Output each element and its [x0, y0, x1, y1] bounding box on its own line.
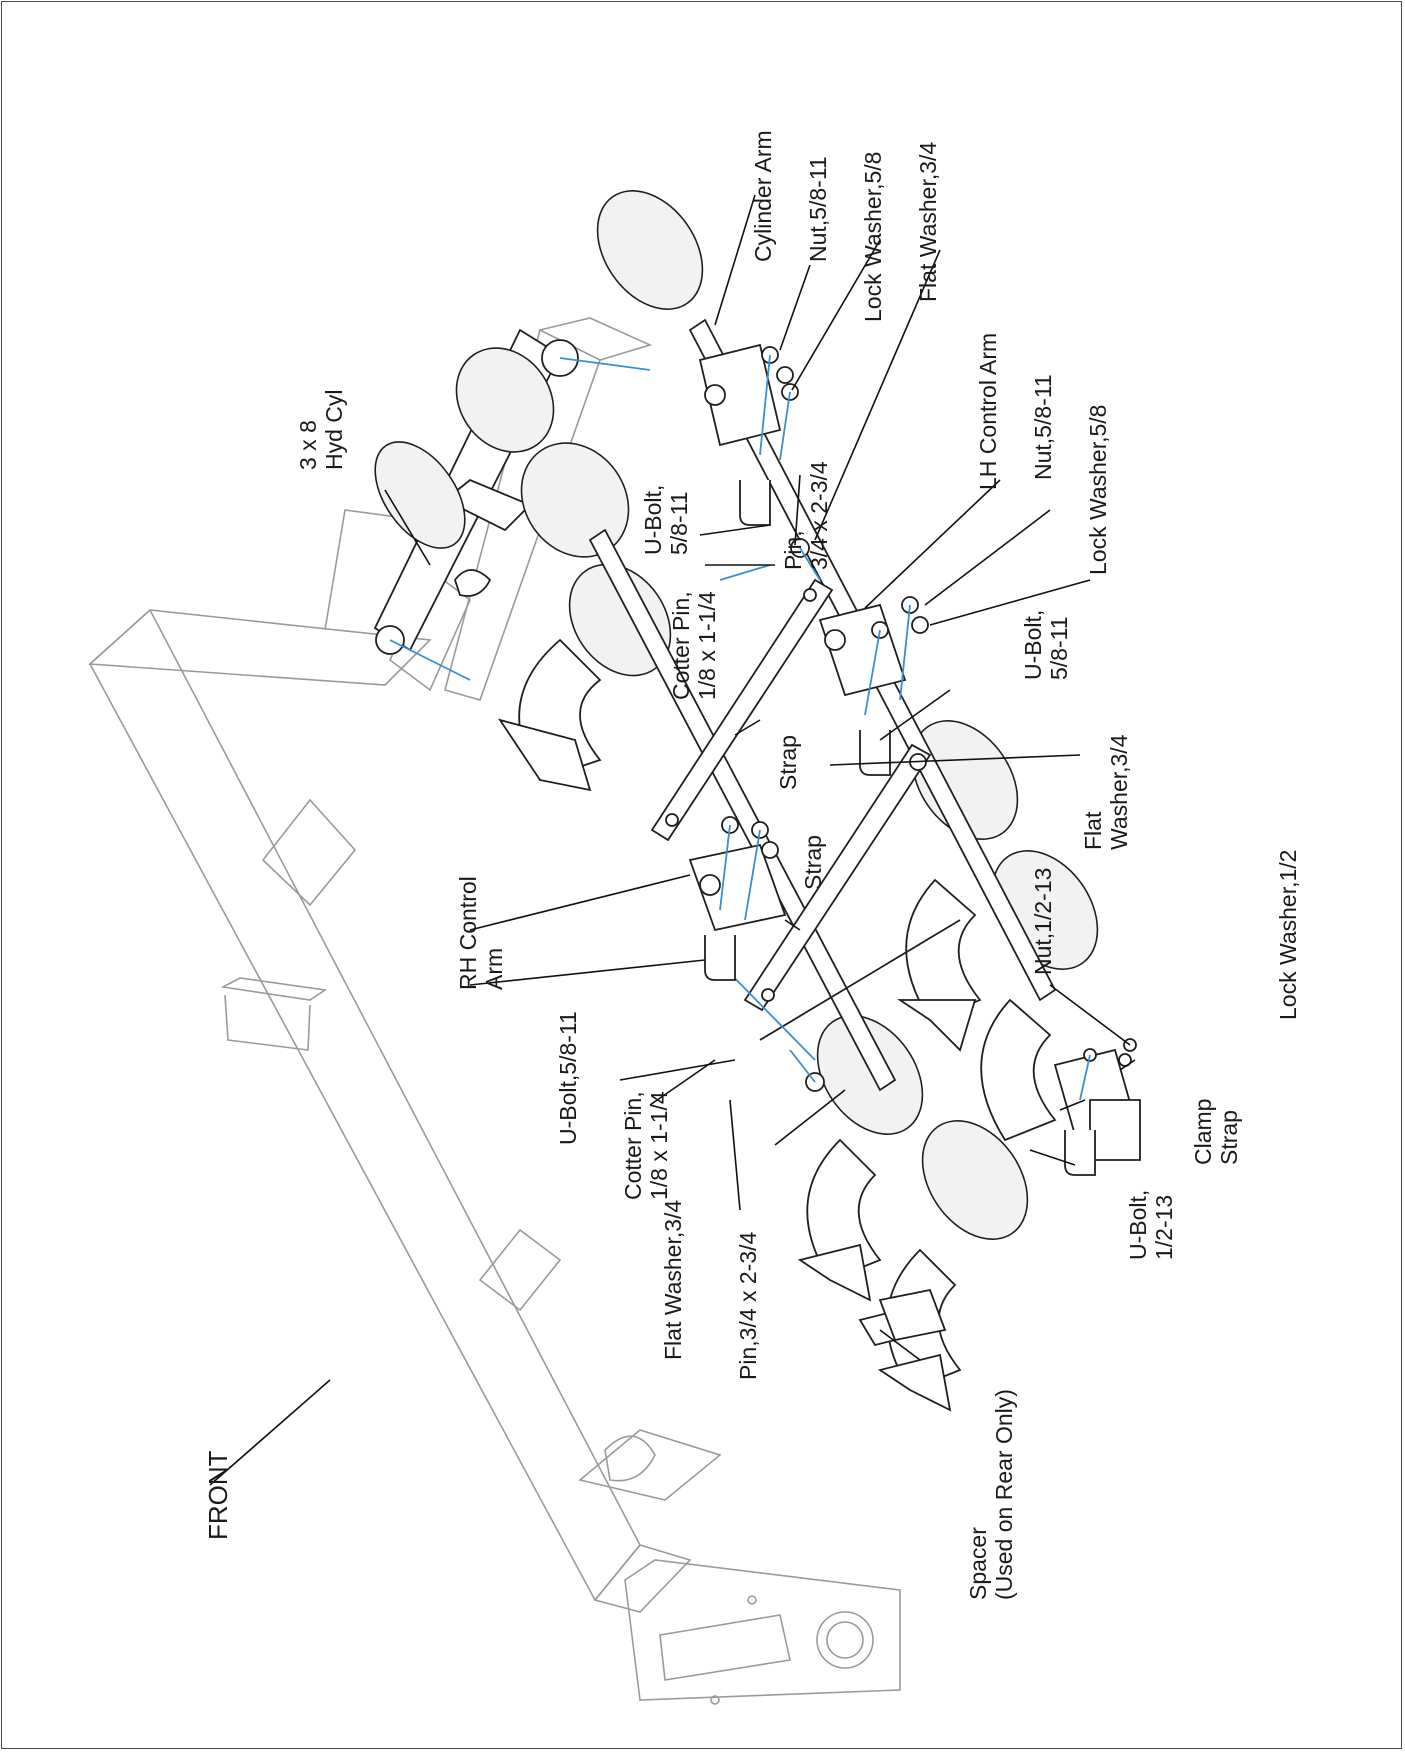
leader-lines: [209, 194, 1136, 1486]
label-ubolt-mid: U-Bolt, 5/8-11: [1020, 609, 1072, 680]
tines: [497, 638, 1057, 1412]
label-lock-washer-top: Lock Washer,5/8: [860, 151, 886, 322]
label-flat-washer-top: Flat Washer,3/4: [915, 141, 941, 302]
spacer-part: [858, 1288, 947, 1347]
label-nut-top: Nut,5/8-11: [805, 156, 831, 262]
label-cylinder-arm: Cylinder Arm: [750, 130, 776, 262]
label-pin-low: Pin,3/4 x 2-3/4: [735, 1231, 761, 1380]
gauge-wheels: [374, 190, 1099, 1240]
label-flat-washer-low: Flat Washer,3/4: [660, 1199, 686, 1360]
label-rh-control-arm: RH Control Arm: [455, 876, 507, 990]
label-ubolt-small: U-Bolt, 1/2-13: [1125, 1189, 1177, 1260]
label-cotter-top: Cotter Pin, 1/8 x 1-1/4: [668, 591, 720, 700]
label-strap-top: Strap: [775, 735, 801, 790]
label-pin-top: Pin, 3/4 x 2-3/4: [780, 461, 832, 570]
label-nut-mid: Nut,5/8-11: [1030, 374, 1056, 480]
label-flat-washer-mid: Flat Washer,3/4: [1080, 734, 1132, 850]
label-ubolt-low: U-Bolt,5/8-11: [555, 1011, 581, 1145]
label-nut-small: Nut,1/2-13: [1030, 867, 1056, 975]
straps: [650, 578, 932, 1012]
label-lock-washer-small: Lock Washer,1/2: [1275, 849, 1301, 1020]
control-arms: [688, 343, 1141, 1161]
label-ubolt-top: U-Bolt, 5/8-11: [640, 484, 692, 555]
label-lh-control-arm: LH Control Arm: [975, 332, 1001, 490]
label-cotter-low: Cotter Pin, 1/8 x 1-1/4: [620, 1091, 672, 1200]
hardware: [711, 346, 1137, 1101]
label-strap-mid: Strap: [800, 835, 826, 890]
label-front: FRONT: [203, 1450, 233, 1540]
label-lock-washer-mid: Lock Washer,5/8: [1085, 404, 1111, 575]
label-spacer: Spacer (Used on Rear Only): [965, 1389, 1017, 1600]
label-clamp-strap: Clamp Strap: [1190, 1098, 1242, 1165]
label-hyd-cyl: 3 x 8 Hyd Cyl: [295, 389, 347, 470]
main-frame: [88, 509, 901, 1705]
